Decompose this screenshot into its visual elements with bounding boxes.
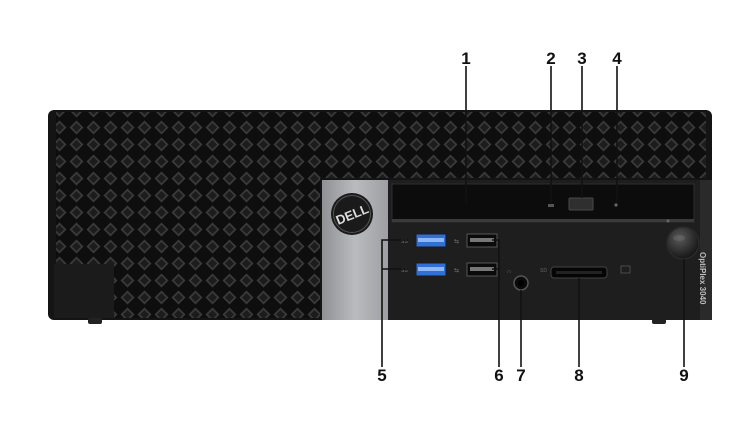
svg-text:⇆: ⇆ [454, 267, 459, 274]
callout-3: 3 [577, 49, 586, 68]
callout-numbers: 1 2 3 4 5 6 7 8 9 [377, 49, 688, 385]
svg-text:SS: SS [401, 268, 408, 274]
svg-text:SS: SS [401, 239, 408, 245]
media-card-reader: SD [540, 265, 631, 279]
callout-9: 9 [679, 366, 688, 385]
optical-drive-eject-button [568, 197, 594, 211]
usb2-ports: ⇆ ⇆ [454, 233, 498, 277]
power-button [666, 219, 700, 260]
optical-drive [391, 183, 695, 223]
optical-drive-emergency-eject-hole [614, 203, 618, 207]
optical-drive-activity-light [548, 204, 554, 207]
callout-2: 2 [546, 49, 555, 68]
chassis-foot-block [54, 264, 114, 318]
dell-logo [331, 193, 373, 235]
logo-panel: DELL [322, 180, 388, 320]
usb3-ports: SS SS [401, 233, 447, 277]
callout-7: 7 [516, 366, 525, 385]
callout-1: 1 [461, 49, 470, 68]
optical-drive-bay [391, 183, 695, 223]
callout-6: 6 [494, 366, 503, 385]
ventilation-grill [56, 112, 706, 178]
callout-5: 5 [377, 366, 386, 385]
svg-text:SD: SD [540, 268, 547, 274]
callout-8: 8 [574, 366, 583, 385]
model-label: OptiPlex 3040 [698, 252, 707, 305]
callout-4: 4 [612, 49, 622, 68]
svg-text:⇆: ⇆ [454, 238, 459, 245]
callout-leaders [381, 66, 685, 367]
svg-text:∩: ∩ [507, 269, 511, 275]
